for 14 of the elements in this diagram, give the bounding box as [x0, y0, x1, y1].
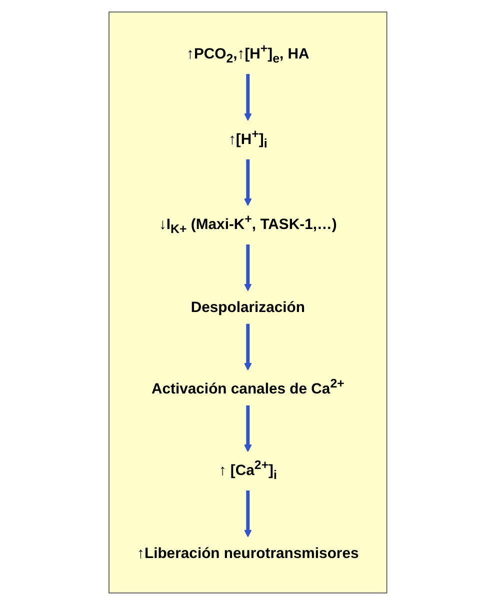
node-text: ↑Liberación neurotransmisores	[136, 544, 358, 562]
node-text: Despolarización	[190, 298, 305, 316]
node-text: ↑[H$^{+}$]$_{i}$	[228, 127, 267, 152]
arrow	[244, 324, 252, 370]
arrow	[244, 244, 252, 292]
cluster	[108, 12, 387, 594]
node-text: Activación canales de Ca$^{2+}$	[151, 377, 344, 397]
node-text: ↑PCO$_{2}$,↑[H$^{+}$]$_{e}$, HA	[186, 42, 309, 66]
node-text: ↑ [Ca$^{2+}$]$_{i}$	[218, 458, 277, 482]
arrow	[244, 405, 252, 452]
arrow	[244, 74, 252, 121]
arrow	[244, 490, 252, 538]
node-text: ↓I$_{K+}$ (Maxi-K$^{+}$, TASK-1,…)	[158, 212, 336, 236]
arrow	[244, 159, 252, 206]
